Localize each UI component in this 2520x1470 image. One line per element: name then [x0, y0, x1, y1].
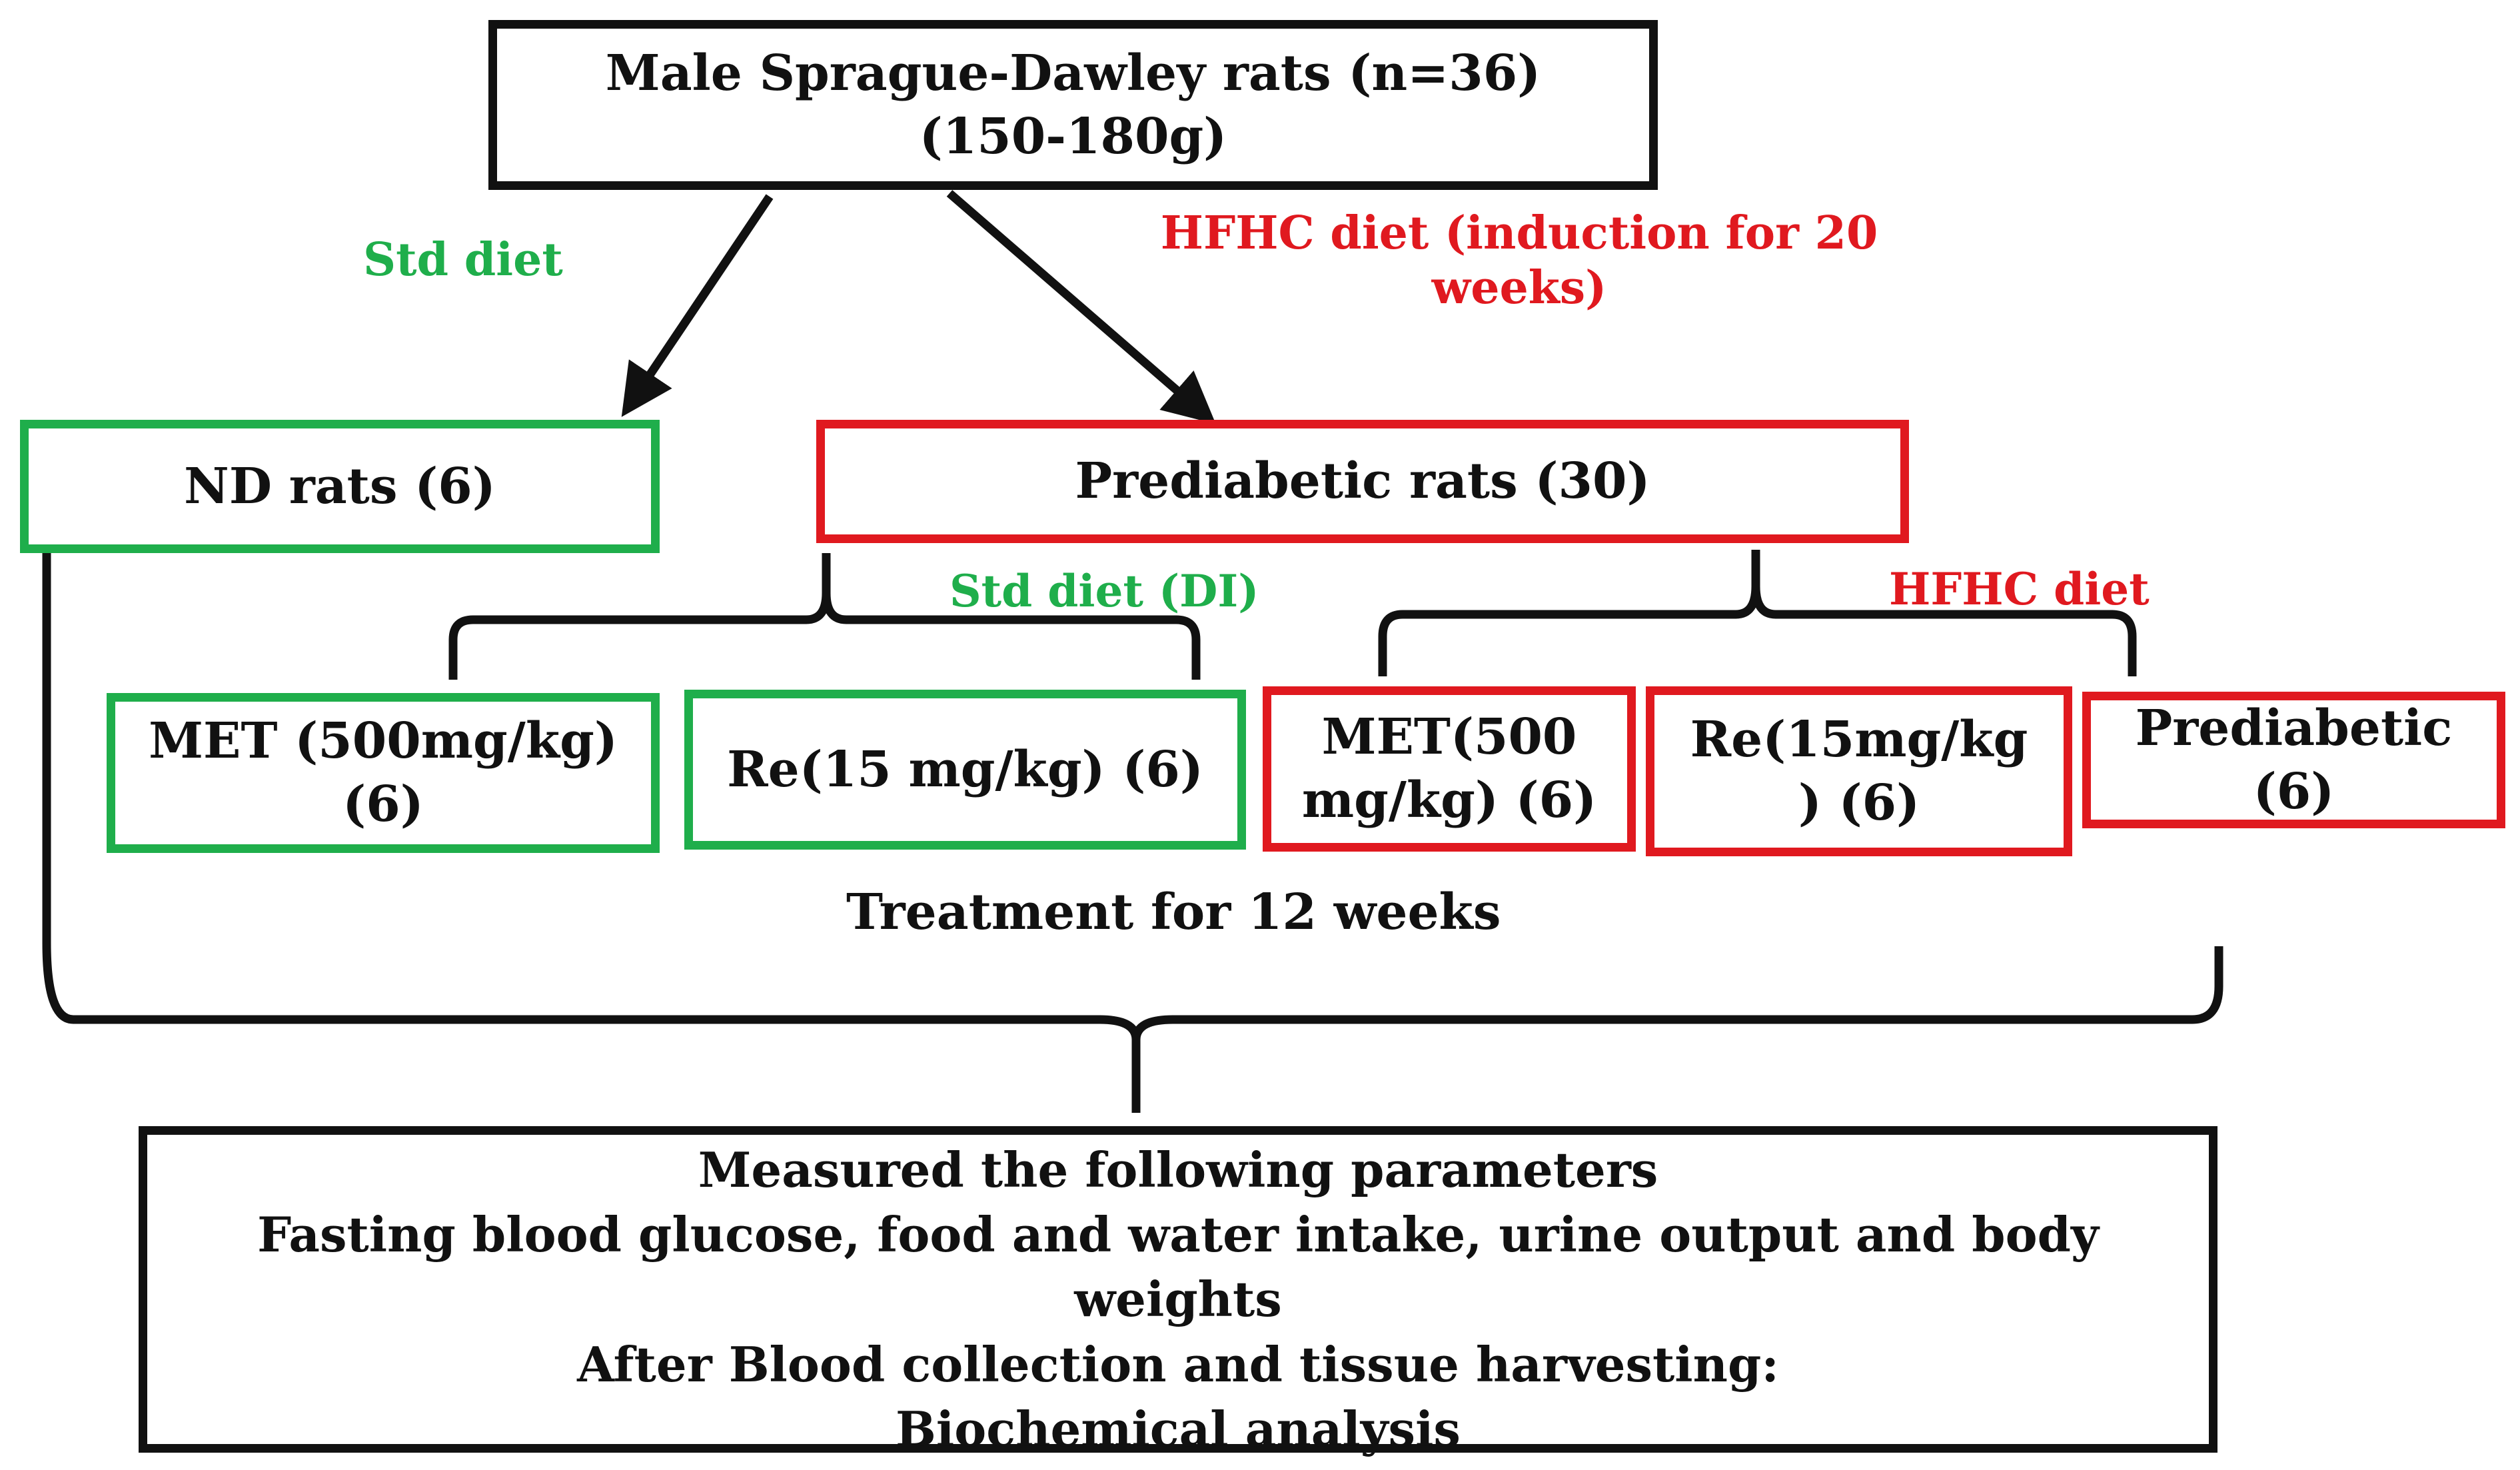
parameters-line4: After Blood collection and tissue harves… [577, 1335, 1779, 1393]
nd-rats-box: ND rats (6) [20, 420, 660, 553]
nd-rats-label: ND rats (6) [184, 457, 496, 515]
hfhc-diet-label: HFHC diet [1889, 563, 2150, 615]
re-hfhc-line1: Re(15mg/kg [1690, 710, 2028, 768]
hfhc-induction-label: HFHC diet (induction for 20 weeks) [1159, 207, 1879, 315]
re-hfhc-line2: ) (6) [1798, 774, 1920, 832]
prediabetic-control-line2: (6) [2253, 762, 2335, 820]
parameters-line5: Biochemical analysis [896, 1400, 1461, 1457]
met-std-box: MET (500mg/kg) (6) [107, 693, 660, 853]
arrow-to-nd-rats [621, 194, 774, 417]
root-box-male-sprague-dawley-rats: Male Sprague-Dawley rats (n=36) (150-180… [488, 20, 1658, 190]
met-hfhc-line1: MET(500 [1321, 708, 1577, 766]
arrow-to-prediabetic-rats [946, 190, 1216, 424]
met-std-line2: (6) [342, 776, 424, 833]
hfhc-induction-line2: weeks) [1431, 261, 1607, 315]
parameters-line2: Fasting blood glucose, food and water in… [257, 1206, 2099, 1263]
brace-std-diet-di [448, 553, 1201, 680]
re-hfhc-box: Re(15mg/kg ) (6) [1646, 686, 2072, 856]
root-line1: Male Sprague-Dawley rats (n=36) [605, 44, 1541, 102]
root-line2: (150-180g) [919, 107, 1227, 165]
prediabetic-rats-label: Prediabetic rats (30) [1075, 452, 1650, 510]
parameters-box: Measured the following parameters Fastin… [139, 1126, 2217, 1457]
treatment-label: Treatment for 12 weeks [846, 884, 1501, 941]
parameters-line3: weights [1074, 1271, 1282, 1328]
met-hfhc-box: MET(500 mg/kg) (6) [1263, 686, 1636, 852]
re-std-box: Re(15 mg/kg) (6) [684, 690, 1246, 850]
prediabetic-rats-box: Prediabetic rats (30) [816, 420, 1909, 543]
hfhc-induction-line1: HFHC diet (induction for 20 [1160, 207, 1878, 260]
brace-hfhc-diet [1378, 550, 2137, 676]
std-diet-label: Std diet [363, 233, 563, 287]
prediabetic-control-line1: Prediabetic [2135, 699, 2453, 757]
met-hfhc-line2: mg/kg) (6) [1301, 772, 1597, 829]
met-std-line1: MET (500mg/kg) [149, 712, 618, 770]
std-diet-di-label: Std diet (DI) [949, 565, 1259, 617]
prediabetic-control-box: Prediabetic (6) [2082, 692, 2505, 828]
parameters-title: Measured the following parameters [698, 1141, 1658, 1198]
brace-all-groups [42, 553, 2223, 1113]
re-std-label: Re(15 mg/kg) (6) [727, 740, 1203, 798]
